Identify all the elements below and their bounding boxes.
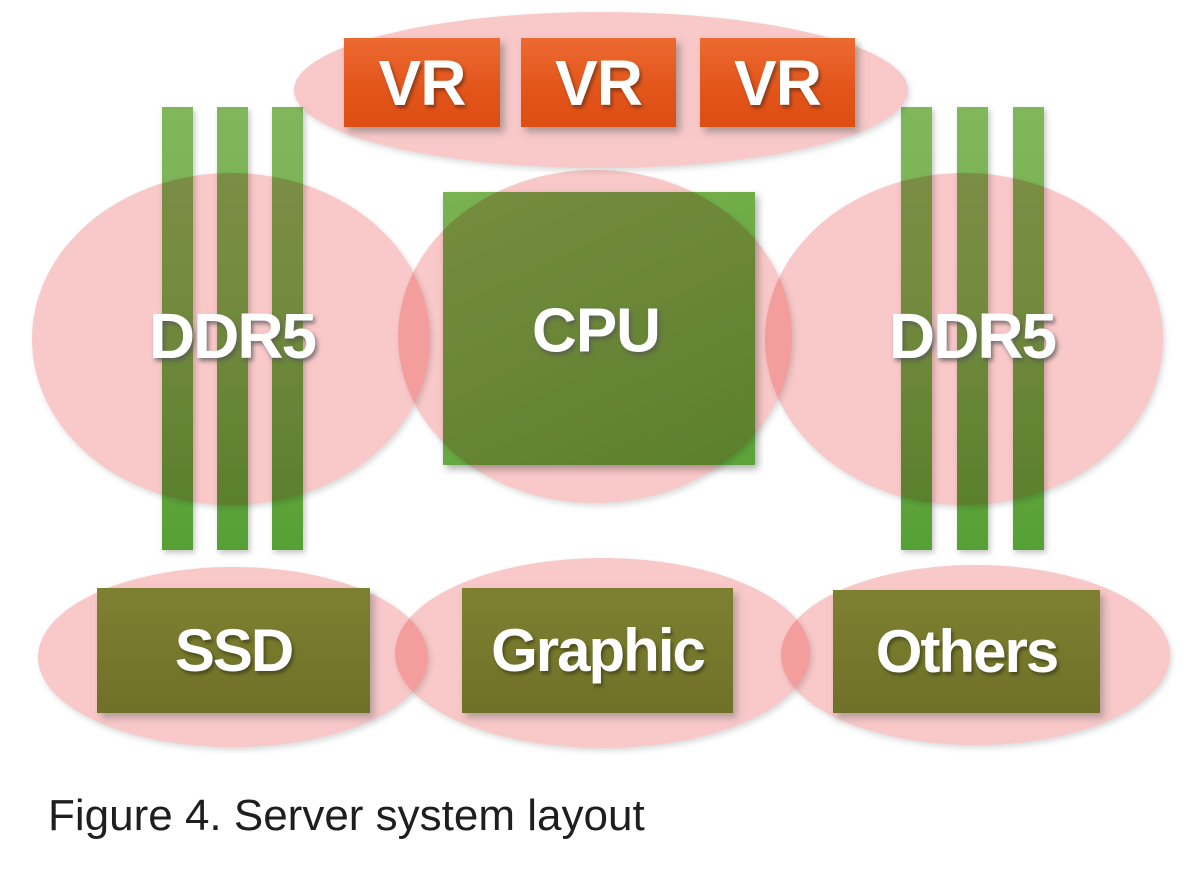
dimm-bar-left-1 xyxy=(162,107,193,550)
dimm-bar-right-1 xyxy=(901,107,932,550)
vr-module-3: VR xyxy=(700,38,855,127)
vr-module-2: VR xyxy=(521,38,676,127)
dimm-bar-left-3 xyxy=(272,107,303,550)
dimm-bar-right-2 xyxy=(957,107,988,550)
vr-module-label: VR xyxy=(734,46,822,119)
dimm-bar-right-3 xyxy=(1013,107,1044,550)
others-module: Others xyxy=(833,590,1100,713)
graphic-module-label: Graphic xyxy=(491,617,706,684)
vr-module-label: VR xyxy=(555,46,643,119)
cpu-label: CPU xyxy=(532,296,661,366)
ssd-module: SSD xyxy=(97,588,370,713)
dimm-bar-left-2 xyxy=(217,107,248,550)
graphic-module: Graphic xyxy=(462,588,733,713)
vr-module-label: VR xyxy=(378,46,467,119)
ddr5-left-label: DDR5 xyxy=(148,300,317,372)
figure-caption: Figure 4. Server system layout xyxy=(48,791,645,840)
ddr5-right-label: DDR5 xyxy=(888,300,1057,372)
ssd-module-label: SSD xyxy=(174,617,294,684)
cpu-die-square xyxy=(443,192,755,465)
vr-module-1: VR xyxy=(344,38,500,127)
others-module-label: Others xyxy=(875,618,1059,685)
